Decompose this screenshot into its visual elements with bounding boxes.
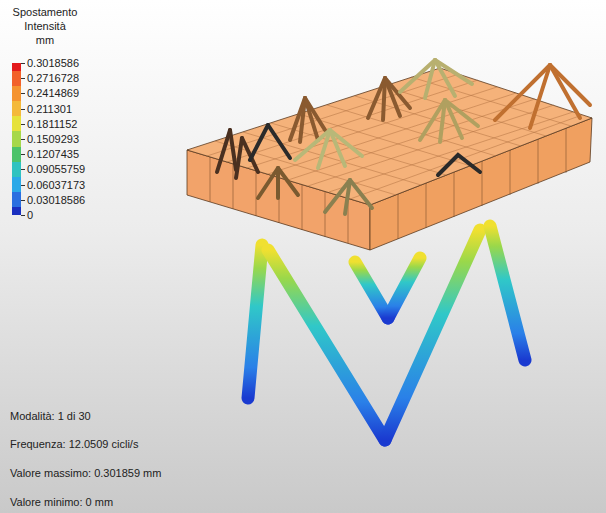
color-swatch <box>12 116 21 131</box>
result-info: Frequenza: 12.0509 cicli/s <box>10 438 138 451</box>
scale-value: 0.3018586 <box>27 57 79 70</box>
scale-value: 0.09055759 <box>27 163 85 176</box>
color-swatch <box>12 192 21 207</box>
scale-tick <box>21 215 25 216</box>
scale-tick <box>21 139 25 140</box>
color-swatch <box>12 101 21 116</box>
color-swatch <box>12 131 21 146</box>
scale-tick <box>21 169 25 170</box>
legend-header: mm <box>0 34 90 47</box>
scale-tick <box>21 124 25 125</box>
scale-value: 0.2414869 <box>27 87 79 100</box>
color-swatch <box>12 207 21 215</box>
color-swatch <box>12 71 21 86</box>
result-info: Valore minimo: 0 mm <box>10 496 113 509</box>
legend-header: Spostamento <box>0 6 90 19</box>
color-swatch <box>12 147 21 162</box>
scale-value: 0.1811152 <box>27 118 77 131</box>
result-info: Valore massimo: 0.301859 mm <box>10 467 161 480</box>
scale-value: 0.1207435 <box>27 148 79 161</box>
scale-value: 0.06037173 <box>27 179 85 192</box>
scale-value: 0.03018586 <box>27 194 85 207</box>
color-swatch <box>12 86 21 101</box>
scale-tick <box>21 185 25 186</box>
scale-tick <box>21 78 25 79</box>
color-swatch <box>12 177 21 192</box>
scale-value: 0 <box>27 209 33 222</box>
result-info: Modalità: 1 di 30 <box>10 410 91 423</box>
scale-tick <box>21 93 25 94</box>
color-swatch <box>12 63 21 71</box>
scale-value: 0.211301 <box>27 103 72 116</box>
legend-header: Intensità <box>0 20 90 33</box>
scale-tick <box>21 109 25 110</box>
scale-tick <box>21 154 25 155</box>
scale-tick <box>21 63 25 64</box>
scale-value: 0.1509293 <box>27 133 79 146</box>
scale-tick <box>21 200 25 201</box>
scale-value: 0.2716728 <box>27 72 79 85</box>
color-swatch <box>12 162 21 177</box>
